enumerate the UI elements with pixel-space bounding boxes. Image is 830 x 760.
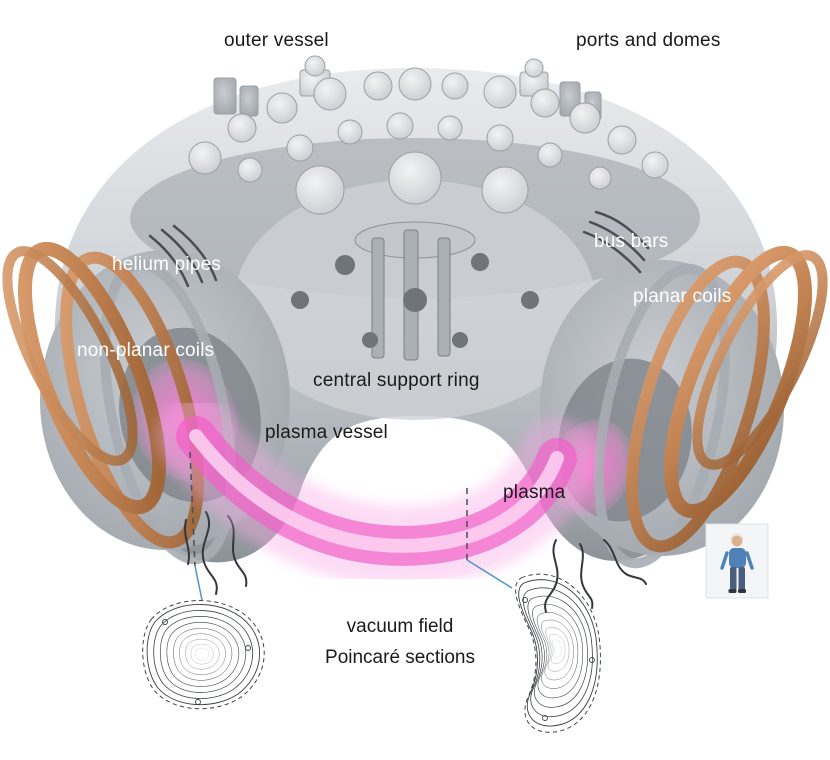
poincare-section-left xyxy=(142,599,265,710)
label-planar-coils: planar coils xyxy=(633,286,732,307)
label-plasma-vessel: plasma vessel xyxy=(265,422,388,443)
label-central-support-ring: central support ring xyxy=(313,370,480,391)
figure-torso xyxy=(729,548,746,568)
ports-and-domes-structure xyxy=(188,55,669,215)
poincare-section-right xyxy=(515,573,601,733)
label-helium-pipes: helium pipes xyxy=(112,254,222,275)
label-bus-bars: bus bars xyxy=(594,231,669,252)
figure-legs xyxy=(730,567,737,590)
caption-vacuum-field-poincare: vacuum field Poincaré sections xyxy=(290,611,510,673)
label-non-planar-coils: non-planar coils xyxy=(77,340,215,361)
human-scale-figure xyxy=(705,523,769,599)
plasma-ribbon xyxy=(156,396,597,586)
non-planar-coil xyxy=(626,255,770,553)
caption-line-1: vacuum field xyxy=(346,616,454,637)
bus-bars-cables xyxy=(582,210,650,274)
figure-head xyxy=(731,535,743,547)
label-outer-vessel: outer vessel xyxy=(224,30,329,51)
label-ports-and-domes: ports and domes xyxy=(576,30,721,51)
right-coil-assembly xyxy=(540,245,828,569)
callout-line-left xyxy=(189,451,203,601)
label-plasma: plasma xyxy=(503,482,566,503)
non-planar-coil xyxy=(60,251,204,549)
helium-pipes-cables xyxy=(148,224,218,288)
caption-line-2: Poincaré sections xyxy=(325,647,475,668)
central-support-structure xyxy=(291,221,539,361)
callout-line-right xyxy=(466,488,513,589)
